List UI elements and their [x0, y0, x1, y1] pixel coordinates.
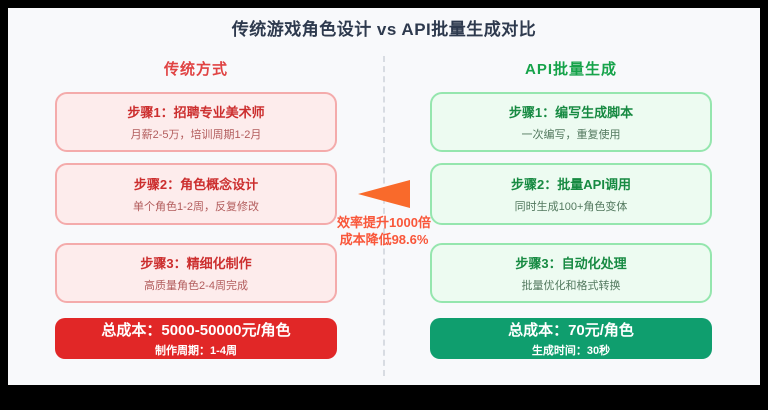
- left-step-3-title: 步骤3：精细化制作: [140, 256, 252, 271]
- right-step-1-title: 步骤1：编写生成脚本: [508, 105, 634, 120]
- right-step-1-card: 步骤1：编写生成脚本 一次编写，重复使用: [430, 92, 712, 152]
- right-step-3-subtitle: 批量优化和格式转换: [521, 280, 621, 292]
- cost-reduction-text: 成本降低98.6%: [339, 232, 429, 247]
- left-step-1-card: 步骤1：招聘专业美术师 月薪2-5万，培训周期1-2月: [55, 92, 337, 152]
- right-step-1-subtitle: 一次编写，重复使用: [521, 129, 621, 141]
- right-step-3-title: 步骤3：自动化处理: [515, 256, 627, 271]
- left-column-header: 传统方式: [163, 61, 228, 78]
- left-total-duration-text: 制作周期：1-4周: [155, 345, 237, 357]
- right-total-cost-text: 总成本：70元/角色: [508, 322, 634, 339]
- efficiency-gain-text: 效率提升1000倍: [337, 215, 431, 230]
- center-callout: 效率提升1000倍 成本降低98.6%: [324, 180, 444, 248]
- left-step-2-subtitle: 单个角色1-2周，反复修改: [133, 201, 259, 213]
- right-total-time-text: 生成时间：30秒: [531, 345, 611, 357]
- left-step-2-title: 步骤2：角色概念设计: [133, 177, 259, 192]
- page-title: 传统游戏角色设计 vs API批量生成对比: [231, 20, 537, 39]
- right-total-cost-banner: 总成本：70元/角色 生成时间：30秒: [430, 318, 712, 359]
- left-total-cost-banner: 总成本：5000-50000元/角色 制作周期：1-4周: [55, 318, 337, 359]
- left-step-3-card: 步骤3：精细化制作 高质量角色2-4周完成: [55, 243, 337, 303]
- left-triangle-arrow-icon: [358, 180, 410, 208]
- left-step-3-subtitle: 高质量角色2-4周完成: [144, 280, 248, 292]
- right-step-3-card: 步骤3：自动化处理 批量优化和格式转换: [430, 243, 712, 303]
- left-step-1-subtitle: 月薪2-5万，培训周期1-2月: [130, 129, 262, 141]
- right-step-2-subtitle: 同时生成100+角色变体: [514, 201, 628, 213]
- center-dashed-divider: [383, 56, 385, 376]
- left-step-2-card: 步骤2：角色概念设计 单个角色1-2周，反复修改: [55, 163, 337, 225]
- right-step-2-title: 步骤2：批量API调用: [511, 177, 631, 192]
- left-total-cost-text: 总成本：5000-50000元/角色: [101, 322, 291, 339]
- infographic-canvas: 传统游戏角色设计 vs API批量生成对比 传统方式 API批量生成 步骤1：招…: [8, 8, 760, 385]
- left-step-1-title: 步骤1：招聘专业美术师: [127, 105, 265, 120]
- right-step-2-card: 步骤2：批量API调用 同时生成100+角色变体: [430, 163, 712, 225]
- right-column-header: API批量生成: [524, 61, 617, 78]
